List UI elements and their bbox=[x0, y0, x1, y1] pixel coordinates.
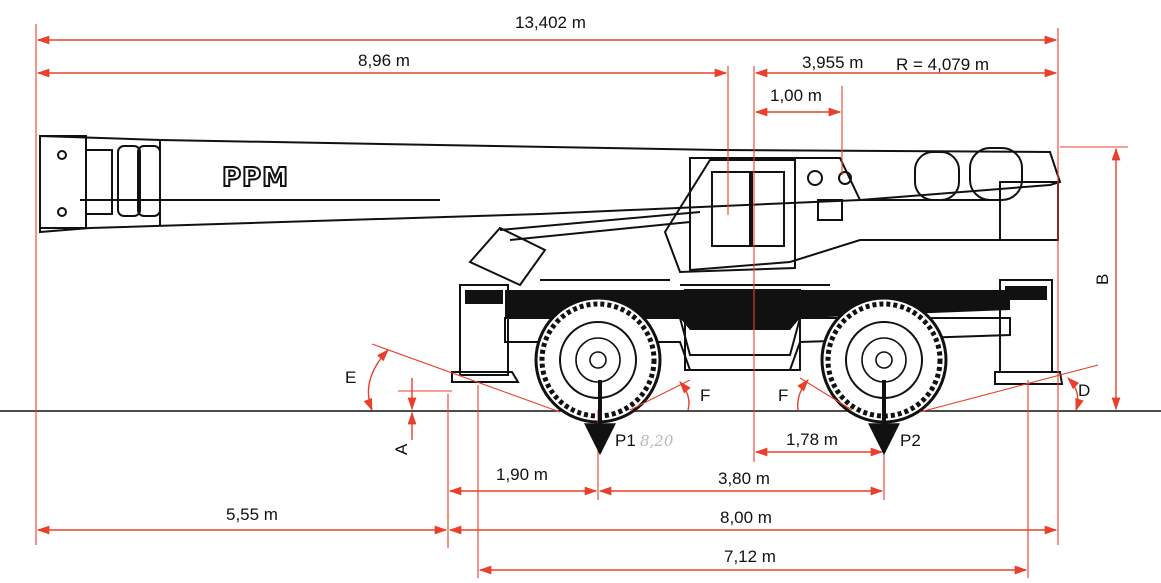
angle-arc-f-right bbox=[797, 379, 809, 411]
boom bbox=[39, 134, 1062, 234]
label-angle-d: D bbox=[1078, 381, 1090, 400]
label-ground-a: A bbox=[392, 443, 411, 455]
counterweight bbox=[999, 181, 1059, 241]
angle-arc-e bbox=[363, 349, 389, 412]
operator-cab bbox=[663, 159, 796, 274]
label-front-overhang: 5,55 m bbox=[226, 505, 278, 524]
crane-illustration: PPM bbox=[39, 134, 1064, 424]
label-chassis-length: 7,12 m bbox=[724, 547, 776, 566]
angle-arc-f-left bbox=[679, 381, 691, 411]
load-arrows bbox=[584, 380, 900, 456]
label-pivot-offset: 1,00 m bbox=[770, 86, 822, 105]
label-outrigger-span: 8,00 m bbox=[720, 508, 772, 527]
label-load-p2: P2 bbox=[900, 431, 921, 450]
label-front-axle-offset: 1,90 m bbox=[496, 465, 548, 484]
label-load-p1: P1 bbox=[615, 431, 636, 450]
front-outrigger bbox=[459, 284, 509, 376]
label-angle-f-left: F bbox=[700, 386, 710, 405]
label-angle-f-right: F bbox=[778, 386, 788, 405]
label-angle-e: E bbox=[345, 368, 356, 387]
rear-wheel bbox=[820, 296, 948, 424]
label-height-b: B bbox=[1093, 274, 1112, 285]
dimension-lines bbox=[36, 35, 1121, 575]
label-boom-to-cab: 8,96 m bbox=[358, 51, 410, 70]
label-rear-offset: 3,955 m bbox=[802, 53, 863, 72]
pencil-note: 8,20 bbox=[640, 432, 674, 450]
label-wheelbase: 3,80 m bbox=[718, 469, 770, 488]
label-overall-length: 13,402 m bbox=[515, 13, 586, 32]
brand-logo: PPM bbox=[222, 163, 289, 193]
superstructure bbox=[689, 157, 1001, 272]
angle-arc-d bbox=[1067, 377, 1084, 412]
label-radius: R = 4,079 m bbox=[896, 55, 989, 74]
label-rear-axle-center: 1,78 m bbox=[786, 430, 838, 449]
boom-head bbox=[39, 135, 87, 229]
